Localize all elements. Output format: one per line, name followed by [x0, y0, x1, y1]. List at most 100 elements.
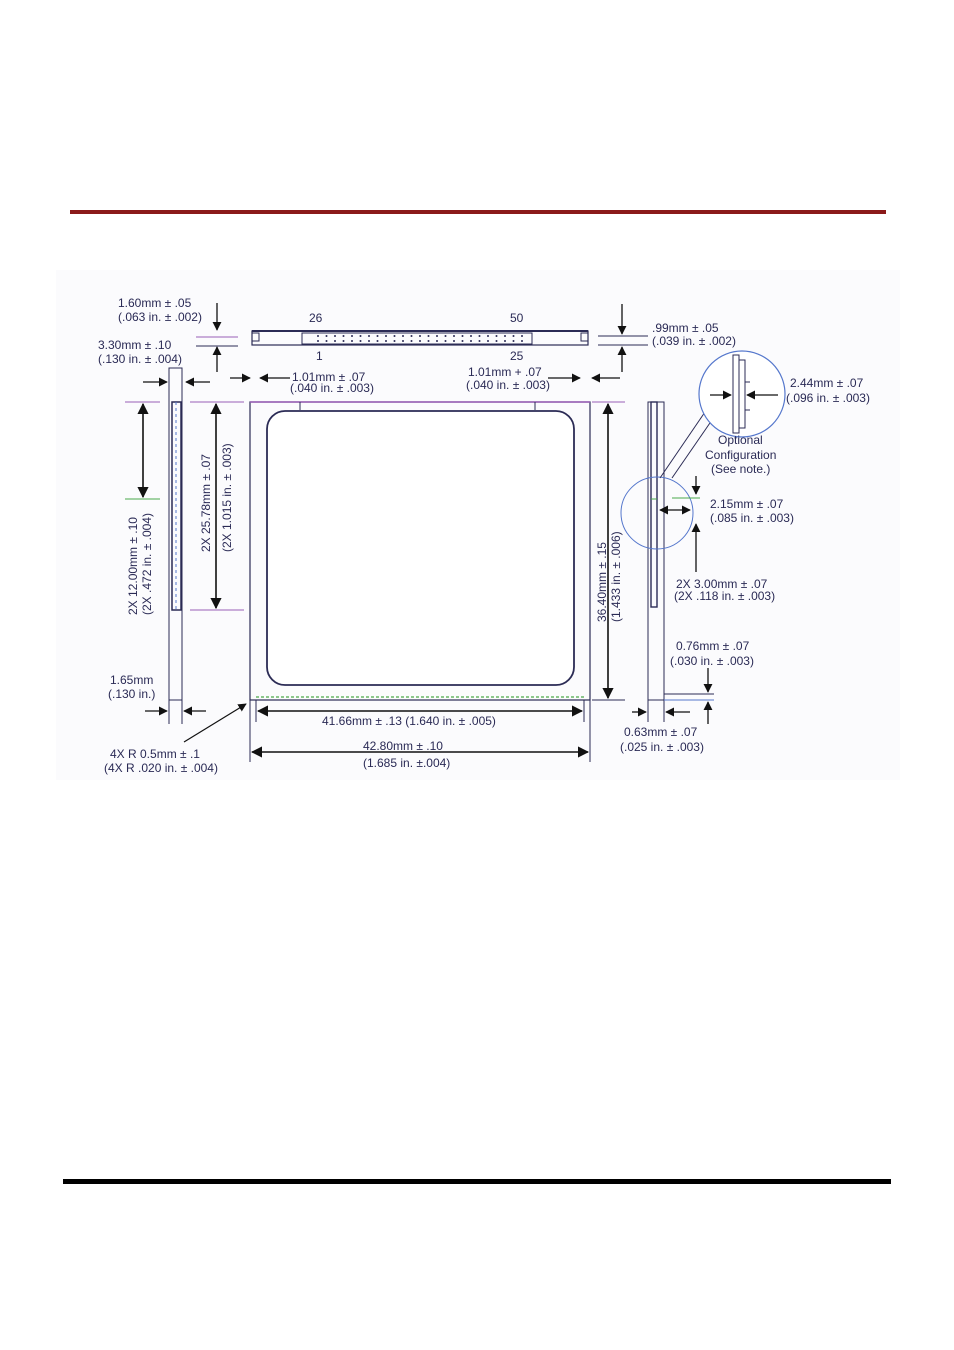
pin-dot	[461, 335, 464, 337]
pin-dot	[419, 340, 421, 342]
pin-dot	[385, 335, 387, 337]
pin-dot	[402, 340, 404, 342]
side-in-label: (.130 in.)	[108, 687, 155, 701]
slot-width-in-label: (.130 in. ± .004)	[98, 352, 182, 366]
guide-length-in-label: (2X .472 in. ± .004)	[140, 513, 154, 615]
pin-dot	[402, 335, 404, 337]
pin-dot	[478, 340, 481, 342]
pin-dot	[368, 335, 370, 337]
pin-dot	[461, 340, 464, 342]
rail-mm-label: 0.76mm ± .07	[676, 639, 750, 653]
pin-dot	[342, 335, 345, 337]
connector-end-left	[251, 332, 260, 342]
connector-end-right	[580, 332, 589, 342]
pin-dot	[521, 335, 523, 337]
header-divider	[70, 210, 886, 214]
height-in-label: (1.433 in. ± .006)	[609, 531, 623, 622]
pin-dot	[393, 340, 396, 342]
pin-25-label: 25	[510, 349, 524, 363]
optional-config-line2: Configuration	[705, 448, 776, 462]
pin-dot	[359, 340, 362, 342]
key-in-label: (.085 in. ± .003)	[710, 511, 794, 525]
pin-field	[301, 332, 533, 345]
inner-width-label: 41.66mm ± .13 (1.640 in. ± .005)	[322, 714, 496, 728]
pin-dot	[495, 340, 498, 342]
side-mm-label: 1.65mm	[110, 673, 153, 687]
card-face	[249, 401, 591, 701]
left-edge-in-label: (.040 in. ± .003)	[290, 381, 374, 395]
pin-dot	[317, 335, 319, 337]
optional-config-line3: (See note.)	[711, 462, 770, 476]
left-edge-mm-label: 1.01mm ± .07	[292, 370, 366, 384]
pin-dot	[470, 340, 472, 342]
radius-in-label: (4X R .020 in. ± .004)	[104, 761, 218, 775]
pin-dot	[436, 340, 438, 342]
footer-divider	[63, 1179, 891, 1184]
outer-width-in-label: (1.685 in. ±.004)	[363, 756, 450, 770]
body-length-in-label: (2X 1.015 in. ± .003)	[220, 443, 234, 552]
radius-mm-label: 4X R 0.5mm ± .1	[110, 747, 200, 761]
guide-length-mm-label: 2X 12.00mm ± .10	[126, 517, 140, 615]
slot-width-mm-label: 3.30mm ± .10	[98, 338, 172, 352]
optional-width-mm-label: 2.44mm ± .07	[790, 376, 864, 390]
pin-dot	[470, 335, 472, 337]
pin-dot	[385, 340, 387, 342]
thickness-mm-label: 1.60mm ± .05	[118, 296, 192, 310]
pin-dot	[487, 340, 489, 342]
pin-dot	[334, 340, 336, 342]
pin-dot	[376, 335, 379, 337]
pin-dot	[512, 335, 515, 337]
key-spacing-mm-label: 2X 3.00mm ± .07	[676, 577, 768, 591]
label-area	[266, 410, 575, 686]
pin-row-bottom	[317, 340, 523, 342]
optional-width-in-label: (.096 in. ± .003)	[786, 391, 870, 405]
pin-dot	[521, 340, 523, 342]
pin-dot	[495, 335, 498, 337]
pin-dot	[376, 340, 379, 342]
pin-dot	[504, 340, 506, 342]
optional-config-line1: Optional	[718, 433, 763, 447]
pin-dot	[478, 335, 481, 337]
connector-top-view	[251, 330, 589, 346]
outer-width-mm-label: 42.80mm ± .10	[363, 739, 443, 753]
pin-26-label: 26	[309, 311, 323, 325]
pin-dot	[512, 340, 515, 342]
pin-dot	[419, 335, 421, 337]
pin-dot	[410, 340, 413, 342]
rail2-mm-label: 0.63mm ± .07	[624, 725, 698, 739]
optional-config-detail	[698, 350, 786, 438]
pin-dot	[317, 340, 319, 342]
pin-dot	[453, 335, 455, 337]
body-length-mm-label: 2X 25.78mm ± .07	[199, 454, 213, 552]
pin-dot	[334, 335, 336, 337]
pin-dot	[410, 335, 413, 337]
pin-dot	[368, 340, 370, 342]
ledge-mm-label: .99mm ± .05	[652, 321, 719, 335]
thickness-in-label: (.063 in. ± .002)	[118, 310, 202, 324]
pin-dot	[351, 335, 353, 337]
pin-1-label: 1	[316, 349, 323, 363]
rail2-in-label: (.025 in. ± .003)	[620, 740, 704, 754]
pin-50-label: 50	[510, 311, 524, 325]
pin-dot	[325, 335, 328, 337]
rail-in-label: (.030 in. ± .003)	[670, 654, 754, 668]
pin-dot	[325, 340, 328, 342]
pin-dot	[453, 340, 455, 342]
right-edge-mm-label: 1.01mm + .07	[468, 365, 542, 379]
pin-dot	[444, 340, 447, 342]
pin-dot	[393, 335, 396, 337]
pin-dot	[436, 335, 438, 337]
pin-dot	[351, 340, 353, 342]
ledge-in-label: (.039 in. ± .002)	[652, 334, 736, 348]
pin-dot	[427, 340, 430, 342]
key-spacing-in-label: (2X .118 in. ± .003)	[674, 589, 775, 603]
left-side-view	[168, 367, 183, 724]
right-edge-in-label: (.040 in. ± .003)	[466, 378, 550, 392]
pin-dot	[342, 340, 345, 342]
height-mm-label: 36.40mm ± .15	[595, 542, 609, 622]
pin-dot	[359, 335, 362, 337]
key-mm-label: 2.15mm ± .07	[710, 497, 784, 511]
right-side-view	[647, 401, 665, 722]
pin-dot	[444, 335, 447, 337]
